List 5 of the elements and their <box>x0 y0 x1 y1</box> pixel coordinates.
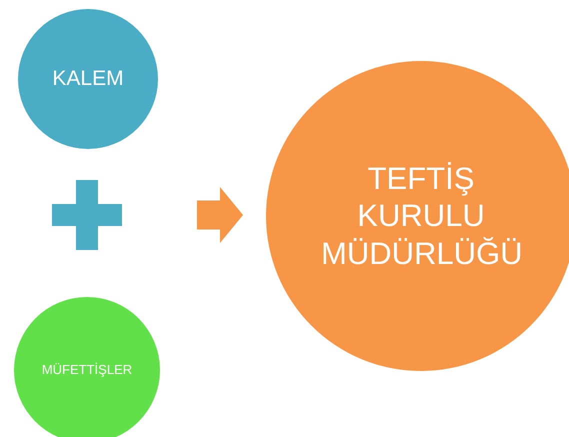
node-label: TEFTİŞ KURULU MÜDÜRLÜĞÜ <box>321 160 521 272</box>
node-label: MÜFETTİŞLER <box>42 362 132 378</box>
node-label: KALEM <box>52 66 124 92</box>
block-arrow <box>197 187 243 243</box>
plus-sign-icon <box>52 180 122 250</box>
